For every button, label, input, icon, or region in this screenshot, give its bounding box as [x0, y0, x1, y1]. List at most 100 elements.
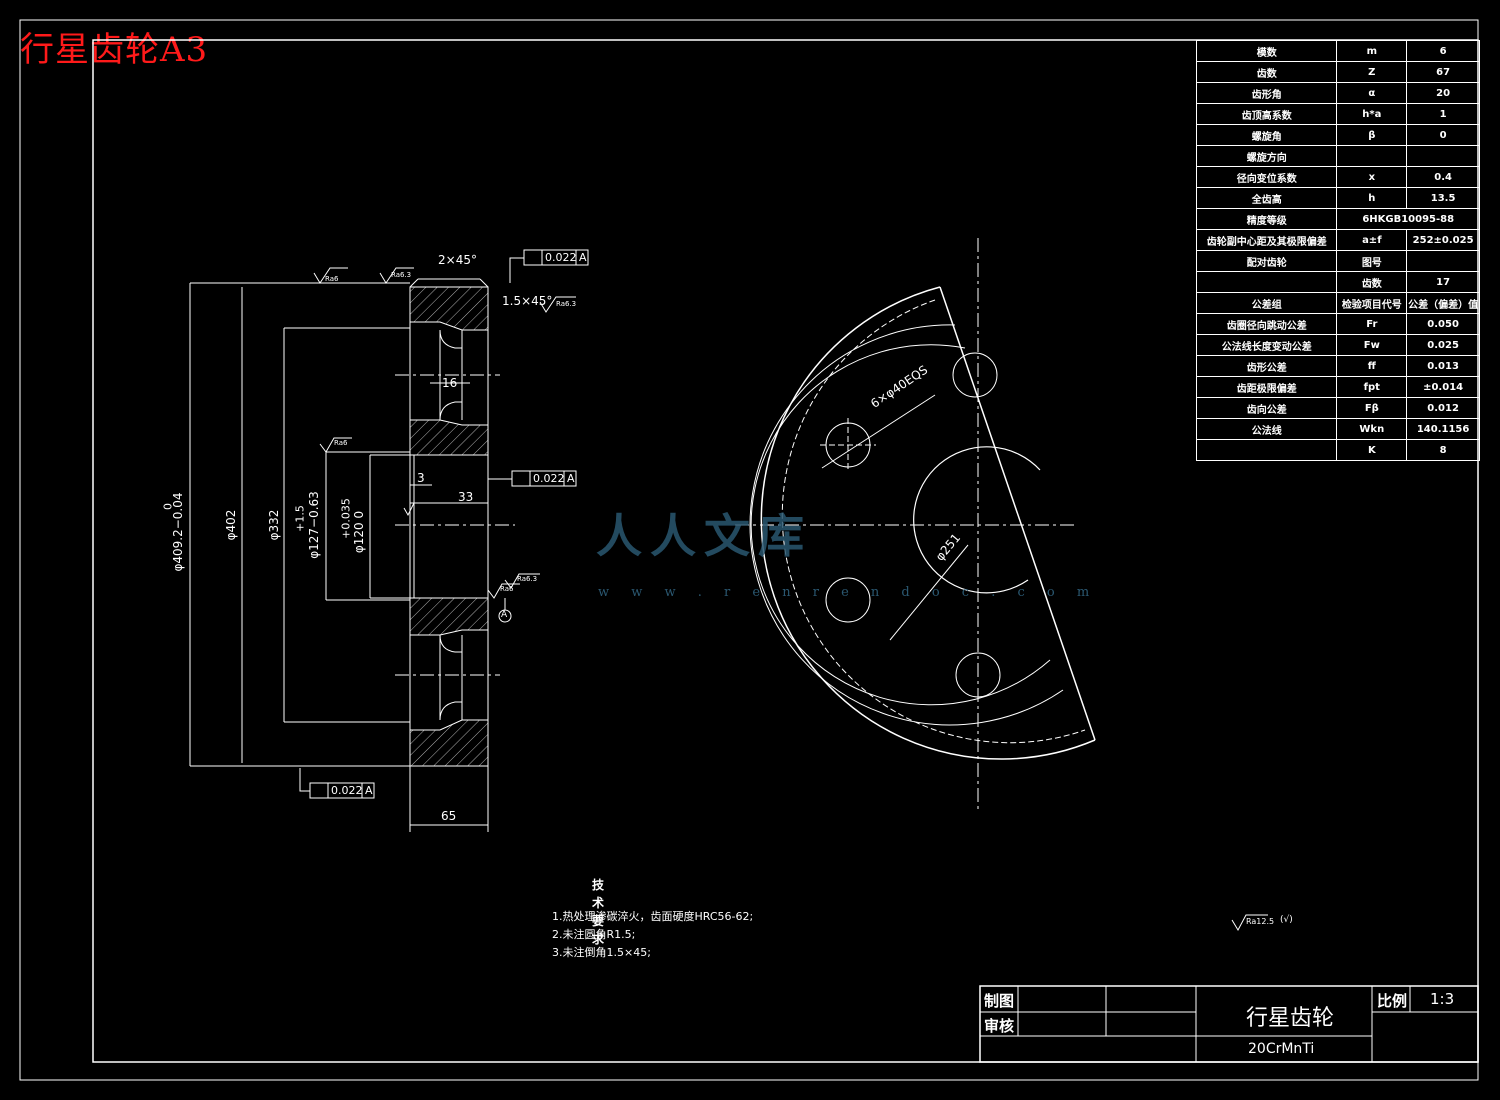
param-name: 螺旋方向	[1195, 145, 1338, 167]
param-value: 0	[1406, 124, 1480, 146]
tol-value-top: 0.022	[545, 251, 577, 264]
param-symbol: Z	[1336, 61, 1408, 83]
param-value: 0.4	[1406, 166, 1480, 188]
param-value: 67	[1406, 61, 1480, 83]
dim-width-33: 33	[458, 490, 474, 504]
param-value: 140.1156	[1406, 418, 1480, 440]
roughness-label-5: Ra6.3	[517, 575, 538, 583]
param-name: 全齿高	[1195, 187, 1338, 209]
note-item: 3.未注倒角1.5×45;	[552, 946, 651, 959]
param-name: 齿形公差	[1195, 355, 1338, 377]
param-name: 配对齿轮	[1195, 250, 1338, 272]
param-symbol: ff	[1336, 355, 1408, 377]
param-symbol: K	[1336, 439, 1408, 461]
param-value: 20	[1406, 82, 1480, 104]
dim-dia-127: φ127−0.63	[307, 491, 321, 559]
param-symbol: h*a	[1336, 103, 1408, 125]
param-value: 0.013	[1406, 355, 1480, 377]
param-name: 齿数	[1195, 61, 1338, 83]
title-block-material: 20CrMnTi	[1248, 1041, 1315, 1057]
watermark-url: w w w . r e n r e n d o c . c o m	[598, 585, 1099, 600]
dim-chamfer-top: 2×45°	[438, 253, 477, 267]
param-name: 齿向公差	[1195, 397, 1338, 419]
title-block-drawn-label: 制图	[984, 992, 1015, 1010]
param-value: 17	[1406, 271, 1480, 293]
param-name: 模数	[1195, 40, 1338, 62]
param-symbol: Fβ	[1336, 397, 1408, 419]
param-symbol: h	[1336, 187, 1408, 209]
param-value: 6HKGB10095-88	[1336, 208, 1480, 230]
param-name: 齿顶高系数	[1195, 103, 1338, 125]
roughness-label-6: Ra6	[500, 585, 514, 593]
param-value: 6	[1406, 40, 1480, 62]
param-row: 公差组检验项目代号公差（偏差）值	[1195, 292, 1480, 314]
param-symbol: β	[1336, 124, 1408, 146]
param-name: 公差组	[1195, 292, 1338, 314]
roughness-label-2: Ra6.3	[391, 271, 412, 279]
param-symbol: α	[1336, 82, 1408, 104]
sheet-title: 行星齿轮A3	[20, 30, 209, 70]
param-symbol: a±f	[1336, 229, 1408, 251]
tol-datum-bottom: A	[365, 784, 373, 797]
dim-width-3: 3	[417, 471, 425, 485]
param-value: 252±0.025	[1406, 229, 1480, 251]
roughness-general: Ra12.5	[1246, 917, 1275, 926]
watermark-logo: 人人文库	[596, 509, 812, 563]
datum-a-label: A	[501, 610, 508, 620]
param-symbol: fpt	[1336, 376, 1408, 398]
param-symbol: Fr	[1336, 313, 1408, 335]
title-block-part-name: 行星齿轮	[1246, 1006, 1335, 1031]
dim-dia-120-tol: +0.035	[339, 498, 353, 539]
param-name: 齿轮副中心距及其极限偏差	[1195, 229, 1338, 251]
param-name: 齿形角	[1195, 82, 1338, 104]
roughness-label-3: Ra6.3	[556, 300, 577, 308]
param-row: 螺旋方向	[1195, 145, 1480, 167]
param-name: 齿圈径向跳动公差	[1195, 313, 1338, 335]
param-name	[1195, 271, 1338, 293]
roughness-label-4: Ra6	[334, 439, 348, 447]
param-symbol: 检验项目代号	[1336, 292, 1408, 314]
dim-width-65: 65	[441, 809, 457, 823]
roughness-general-suffix: (√)	[1280, 915, 1293, 925]
param-name: 齿距极限偏差	[1195, 376, 1338, 398]
param-value	[1406, 145, 1480, 167]
dim-width-16: 16	[442, 376, 458, 390]
param-row: 配对齿轮图号	[1195, 250, 1480, 272]
param-value: 0.012	[1406, 397, 1480, 419]
param-symbol: 图号	[1336, 250, 1408, 272]
dim-dia-332: φ332	[267, 509, 281, 541]
param-name: 公法线	[1195, 418, 1338, 440]
param-symbol: Wkn	[1336, 418, 1408, 440]
param-value: 8	[1406, 439, 1480, 461]
param-symbol	[1336, 145, 1408, 167]
tol-value-mid: 0.022	[533, 472, 565, 485]
tol-datum-mid: A	[567, 472, 575, 485]
inner-border	[92, 39, 1479, 1063]
param-symbol: Fw	[1336, 334, 1408, 356]
param-symbol: m	[1336, 40, 1408, 62]
title-block-scale-value: 1:3	[1430, 990, 1455, 1008]
title-block-checked-label: 审核	[984, 1017, 1015, 1035]
param-value: 公差（偏差）值	[1406, 292, 1480, 314]
param-name: 精度等级	[1195, 208, 1338, 230]
param-value: 13.5	[1406, 187, 1480, 209]
note-item: 2.未注圆角R1.5;	[552, 928, 636, 941]
front-view	[735, 238, 1096, 812]
param-symbol: x	[1336, 166, 1408, 188]
param-name: 公法线长度变动公差	[1195, 334, 1338, 356]
dim-chamfer-side: 1.5×45°	[502, 294, 553, 308]
param-name	[1195, 439, 1338, 461]
